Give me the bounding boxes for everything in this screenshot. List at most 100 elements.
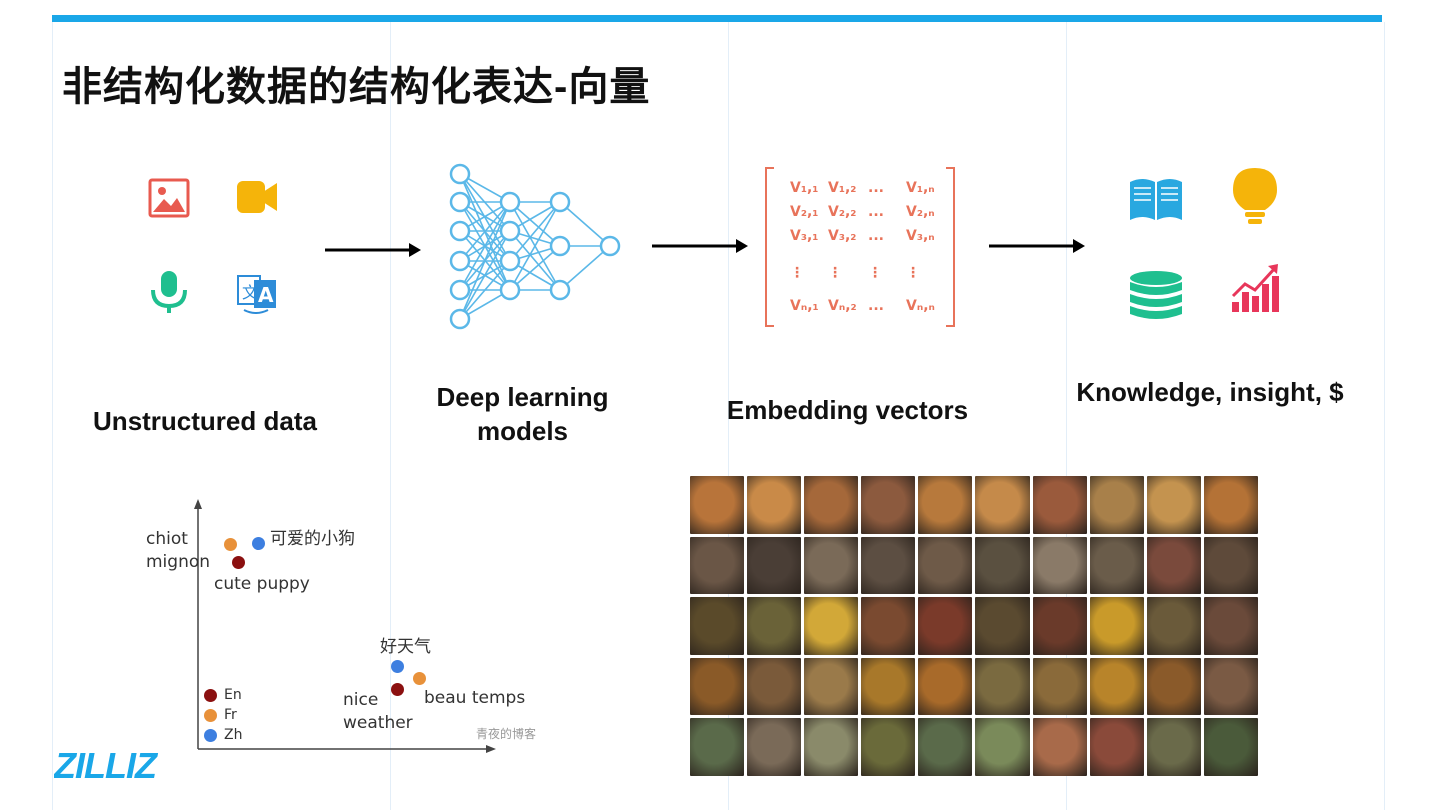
food-photo bbox=[1146, 597, 1201, 655]
food-photo bbox=[690, 718, 745, 776]
scatter-label-zh-weather: 好天气 bbox=[380, 637, 431, 657]
matrix-cell: ⋮ bbox=[906, 265, 920, 281]
legend-label-fr: Fr bbox=[224, 707, 237, 723]
food-photo bbox=[1203, 536, 1258, 595]
accent-top-bar bbox=[52, 15, 1382, 22]
matrix-cell: V₃,ₙ bbox=[906, 228, 935, 244]
stage-label-embedding-vectors: Embedding vectors bbox=[726, 395, 969, 425]
nn-edge bbox=[509, 245, 561, 291]
legend-label-zh: Zh bbox=[224, 727, 243, 743]
scatter-axes bbox=[194, 499, 496, 753]
nn-edge bbox=[559, 201, 611, 247]
matrix-cell: V₃,₂ bbox=[828, 228, 856, 244]
matrix-cell: ⋮ bbox=[828, 265, 842, 281]
matrix-cell: Vₙ,ₙ bbox=[906, 298, 935, 314]
scatter-label-nice: nice bbox=[343, 690, 379, 710]
nn-edge bbox=[559, 245, 611, 291]
stage-label-unstructured-data: Unstructured data bbox=[93, 406, 317, 436]
nn-node bbox=[449, 220, 471, 242]
food-photo bbox=[1089, 718, 1144, 776]
food-photo bbox=[1032, 597, 1087, 655]
food-photo bbox=[918, 657, 973, 716]
scatter-label-zh-puppy: 可爱的小狗 bbox=[270, 529, 355, 549]
scatter-label-weather: weather bbox=[343, 713, 413, 733]
food-photo bbox=[918, 476, 973, 534]
matrix-cell: V₁,₁ bbox=[790, 180, 818, 196]
food-photo bbox=[1146, 657, 1201, 716]
watermark: 青夜的博客 bbox=[476, 727, 537, 741]
nn-edge bbox=[459, 230, 511, 320]
food-photo bbox=[1032, 536, 1087, 595]
nn-node bbox=[499, 250, 521, 272]
nn-node bbox=[449, 308, 471, 330]
nn-node bbox=[449, 279, 471, 301]
food-photo bbox=[690, 597, 745, 655]
matrix-cell: V₂,₂ bbox=[828, 204, 856, 220]
food-photo bbox=[1203, 597, 1258, 655]
food-photo bbox=[1089, 536, 1144, 595]
food-photo bbox=[747, 718, 802, 776]
food-photo bbox=[690, 476, 745, 534]
scatter-label-mignon: mignon bbox=[146, 552, 211, 572]
food-photo bbox=[1089, 476, 1144, 534]
food-photo bbox=[1146, 718, 1201, 776]
zilliz-logo: ZILLIZ bbox=[54, 748, 160, 780]
food-photo bbox=[861, 476, 916, 534]
food-photo bbox=[975, 536, 1030, 595]
slide-title: 非结构化数据的结构化表达-向量 bbox=[62, 65, 651, 109]
legend-swatch-fr bbox=[204, 709, 217, 722]
food-photo bbox=[747, 657, 802, 716]
svg-text:ZILLIZ: ZILLIZ bbox=[54, 748, 159, 780]
nn-node bbox=[449, 191, 471, 213]
scatter-point-zh bbox=[252, 537, 265, 550]
nn-edge bbox=[459, 201, 511, 291]
nn-node bbox=[499, 279, 521, 301]
food-photo bbox=[690, 657, 745, 716]
food-photo bbox=[747, 536, 802, 595]
matrix-cell: ⋮ bbox=[868, 265, 882, 281]
scatter-point-fr bbox=[413, 672, 426, 685]
neural-network-icon bbox=[449, 163, 621, 330]
svg-text:A: A bbox=[258, 283, 274, 307]
microphone-icon bbox=[151, 271, 187, 313]
food-photo bbox=[975, 476, 1030, 534]
food-photo bbox=[690, 536, 745, 595]
matrix-cell: Vₙ,₂ bbox=[828, 298, 857, 314]
translate-icon: 文 A bbox=[237, 275, 276, 314]
matrix-cell: V₃,₁ bbox=[790, 228, 818, 244]
matrix-bracket bbox=[946, 167, 955, 327]
food-photo bbox=[1032, 476, 1087, 534]
scatter-label-chiot: chiot bbox=[146, 529, 188, 549]
food-photo bbox=[861, 536, 916, 595]
food-photo bbox=[861, 597, 916, 655]
guide-line bbox=[1384, 22, 1385, 810]
guide-line bbox=[1066, 22, 1067, 810]
scatter-label-cute-puppy: cute puppy bbox=[214, 574, 310, 594]
nn-node bbox=[499, 220, 521, 242]
image-icon bbox=[148, 178, 190, 218]
food-photo bbox=[1032, 718, 1087, 776]
food-photo bbox=[861, 657, 916, 716]
nn-edge bbox=[509, 201, 561, 291]
video-camera-icon bbox=[237, 181, 277, 213]
nn-edge bbox=[459, 260, 511, 320]
food-photo bbox=[1203, 718, 1258, 776]
arrow-icon bbox=[989, 239, 1085, 253]
food-photo bbox=[861, 718, 916, 776]
food-photo bbox=[747, 476, 802, 534]
matrix-cell: ... bbox=[868, 180, 884, 196]
nn-edge bbox=[459, 173, 511, 262]
matrix-bracket bbox=[765, 167, 774, 327]
food-photo bbox=[1089, 597, 1144, 655]
food-photo bbox=[747, 597, 802, 655]
nn-edge bbox=[459, 201, 511, 262]
matrix-cell: ... bbox=[868, 228, 884, 244]
food-photo bbox=[1146, 536, 1201, 595]
nn-edge bbox=[509, 201, 561, 262]
database-icon bbox=[1130, 271, 1182, 319]
food-photo bbox=[1089, 657, 1144, 716]
food-photo bbox=[1032, 657, 1087, 716]
legend-swatch-zh bbox=[204, 729, 217, 742]
matrix-cell: V₂,₁ bbox=[790, 204, 818, 220]
